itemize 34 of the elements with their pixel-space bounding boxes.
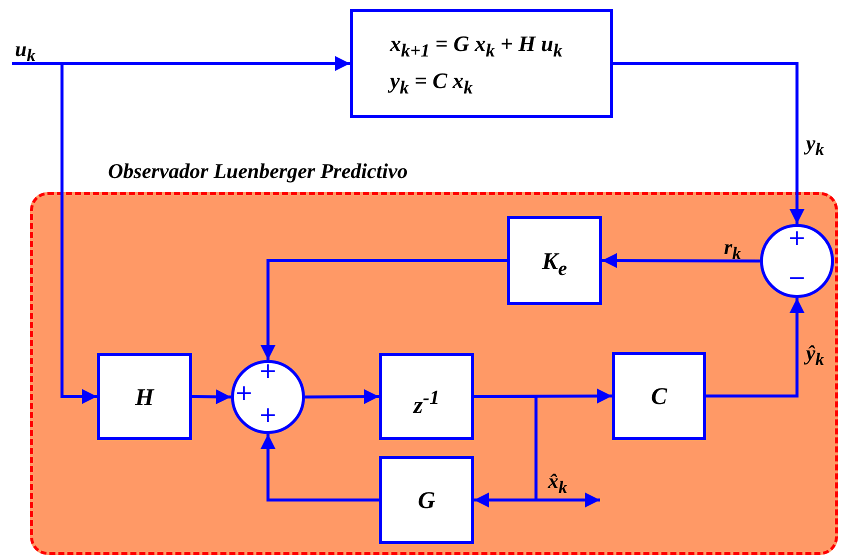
arrow bbox=[60, 64, 97, 404]
arrow bbox=[12, 56, 350, 71]
arrow bbox=[192, 389, 232, 404]
equation: y$_{k}$ = C x$_{k}$ bbox=[390, 67, 473, 102]
block-label: C bbox=[650, 383, 668, 412]
signal-label: x̂$_{k}$ bbox=[548, 468, 568, 500]
block-label: H bbox=[134, 384, 156, 412]
gain-block bbox=[612, 352, 706, 440]
block-label: z$^{-1}$ bbox=[412, 386, 440, 420]
arrow bbox=[706, 298, 804, 398]
sign-symbol: + bbox=[258, 361, 278, 383]
signal-label: ŷ$_{k}$ bbox=[806, 340, 824, 372]
arrow bbox=[602, 253, 760, 268]
equation: x$_{k+1}$ = G x$_{k}$ + H u$_{k}$ bbox=[390, 30, 562, 62]
block-label: K$_{e}$ bbox=[540, 248, 568, 282]
sign-symbol: − bbox=[786, 268, 808, 290]
arrow bbox=[260, 434, 379, 502]
sign-symbol: + bbox=[234, 383, 254, 405]
gain-block bbox=[507, 216, 602, 305]
arrow bbox=[260, 259, 507, 360]
arrow bbox=[613, 62, 804, 224]
sign-symbol: + bbox=[258, 405, 278, 427]
block-label: G bbox=[416, 487, 436, 516]
sign-symbol: + bbox=[786, 228, 808, 250]
gain-block bbox=[97, 353, 192, 440]
signal-label: y$_{k}$ bbox=[806, 130, 824, 162]
arrow bbox=[474, 395, 600, 508]
gain-block bbox=[379, 456, 474, 544]
delay-block bbox=[379, 353, 474, 440]
region-title: Observador Luenberger Predictivo bbox=[108, 158, 408, 184]
arrow bbox=[304, 389, 380, 404]
signal-label: r$_{k}$ bbox=[724, 234, 741, 266]
signal-label: u$_{k}$ bbox=[15, 36, 36, 68]
equation-box bbox=[350, 9, 613, 118]
